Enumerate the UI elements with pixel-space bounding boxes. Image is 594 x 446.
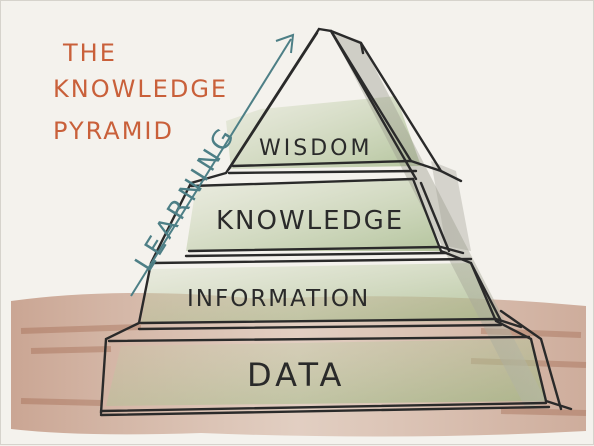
title-line-1: THE	[62, 39, 117, 67]
title-line-2: KNOWLEDGE	[53, 75, 228, 103]
level-wisdom: WISDOM	[259, 136, 372, 161]
level-knowledge: KNOWLEDGE	[216, 206, 404, 236]
title-line-3: PYRAMID	[53, 117, 174, 145]
learning-arrow	[130, 33, 295, 297]
pyramid-title: THE KNOWLEDGE PYRAMID	[53, 39, 228, 145]
level-data: DATA	[247, 356, 345, 394]
level-information: INFORMATION	[187, 286, 370, 312]
